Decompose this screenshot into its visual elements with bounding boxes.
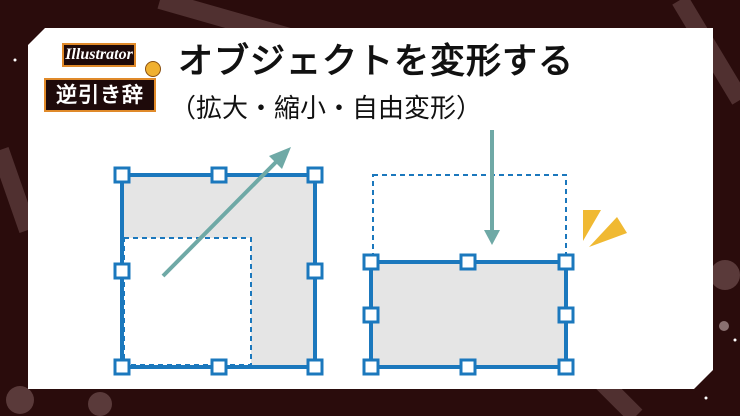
arrow-down-icon [484, 130, 500, 245]
page-subtitle: （拡大・縮小・自由変形） [170, 94, 483, 124]
original-shape-outline [372, 174, 567, 263]
original-shape-outline [123, 237, 252, 366]
logo-illustrator: Illustrator [62, 43, 136, 67]
sparkle-icon [583, 210, 627, 247]
bounding-box [369, 260, 568, 369]
handles [362, 253, 575, 376]
page-title: オブジェクトを変形する [178, 42, 575, 82]
scale-diagram [113, 147, 324, 376]
squash-diagram [362, 130, 627, 376]
handles [113, 166, 324, 376]
logo-gyakubiki-jiten: 逆引き辞典 [44, 78, 156, 137]
arrow-diagonal-icon [161, 147, 291, 278]
beginner-mark-icon [145, 61, 161, 77]
